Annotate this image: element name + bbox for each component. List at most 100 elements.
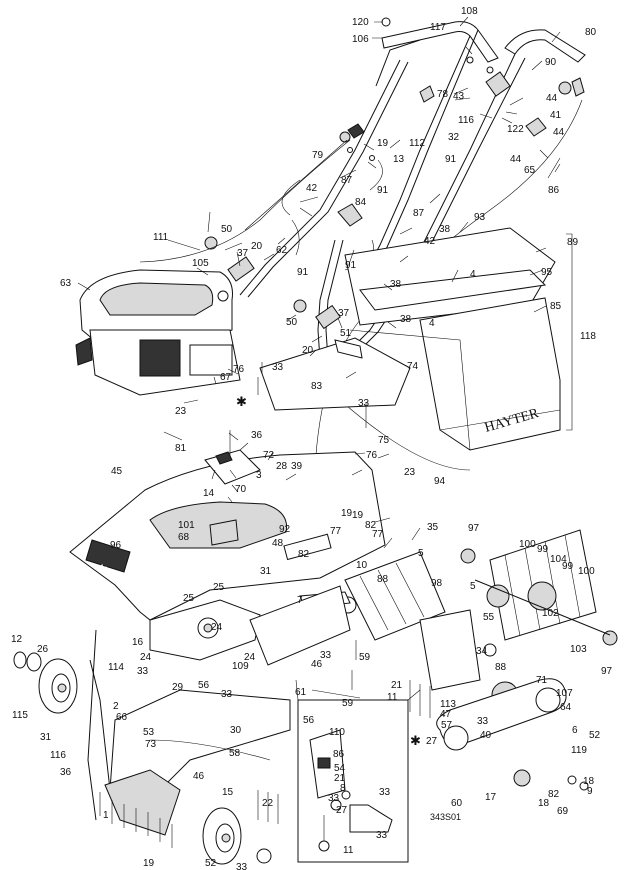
callout: 33 <box>328 793 340 804</box>
callout: 21 <box>391 680 403 691</box>
callout: 19 <box>352 510 364 521</box>
callout: 28 <box>276 461 288 472</box>
callout: 51 <box>340 328 352 339</box>
callout: 56 <box>198 680 210 691</box>
callout: 33 <box>477 716 489 727</box>
deck <box>69 449 386 621</box>
callout: 114 <box>108 662 124 673</box>
bolts <box>99 377 431 848</box>
callout: 57 <box>441 720 453 731</box>
callout: 8 <box>340 783 346 794</box>
callout: 116 <box>458 115 474 126</box>
callout-labels: 120 106 108 117 80 90 78 43 44 41 116 12… <box>11 6 613 870</box>
callout: 62 <box>276 245 288 256</box>
callout: 87 <box>341 175 353 186</box>
callout: 11 <box>343 845 354 856</box>
callout: 70 <box>235 484 247 495</box>
callout: 39 <box>291 461 303 472</box>
callout: 13 <box>393 154 405 165</box>
callout: 76 <box>233 364 245 375</box>
asterisk-marker: ✱ <box>236 395 247 410</box>
engine <box>75 269 241 396</box>
callout: 110 <box>329 727 345 738</box>
callout: 33 <box>320 650 332 661</box>
callout: 122 <box>507 124 524 135</box>
callout: 100 <box>578 566 595 577</box>
callout: 18 <box>538 798 550 809</box>
callout: 1 <box>103 810 109 821</box>
callout: 32 <box>448 132 460 143</box>
callout: 95 <box>541 267 553 278</box>
leader-lines <box>77 16 561 523</box>
side-plate-drive <box>419 609 589 791</box>
callout: 37 <box>237 248 249 259</box>
callout: 52 <box>589 730 601 741</box>
callout: 117 <box>430 22 446 33</box>
wheels <box>13 651 272 865</box>
callout: 99 <box>537 544 549 555</box>
callout: 19 <box>377 138 389 149</box>
callout: 37 <box>338 308 350 319</box>
callout: 2 <box>113 701 119 712</box>
callout: 12 <box>11 634 23 645</box>
callout: 97 <box>601 666 613 677</box>
callout: 41 <box>550 110 562 121</box>
callout: 33 <box>376 830 388 841</box>
callout: 33 <box>236 862 248 870</box>
callout: 71 <box>536 675 548 686</box>
callout: 91 <box>345 260 357 271</box>
callout: 91 <box>377 185 389 196</box>
callout: 90 <box>545 57 557 68</box>
callout: 77 <box>372 529 384 540</box>
callout: 80 <box>585 27 597 38</box>
callout: 60 <box>451 798 463 809</box>
callout: 22 <box>262 798 274 809</box>
callout: 31 <box>260 566 272 577</box>
callout: 58 <box>229 748 241 759</box>
callout: 3 <box>256 470 262 481</box>
callout: 6 <box>572 725 578 736</box>
callout: 24 <box>140 652 152 663</box>
callout: 14 <box>203 488 215 499</box>
callout: 5 <box>470 581 476 592</box>
callout: 88 <box>377 574 389 585</box>
callout: 5 <box>418 548 424 559</box>
grass-box <box>259 227 561 471</box>
callout: 15 <box>222 787 234 798</box>
callout: 25 <box>183 593 195 604</box>
upper-handle <box>239 21 586 298</box>
callout: 73 <box>145 739 157 750</box>
callout: 65 <box>524 165 536 176</box>
callout: 27 <box>426 736 438 747</box>
callout: 26 <box>37 644 49 655</box>
callout: 20 <box>302 345 314 356</box>
callout: 74 <box>407 361 419 372</box>
callout: 61 <box>295 687 307 698</box>
callout: 44 <box>553 127 565 138</box>
callout: 82 <box>298 549 310 560</box>
callout: 72 <box>263 450 275 461</box>
callout: 46 <box>193 771 205 782</box>
asterisk-marker: ✱ <box>410 734 421 749</box>
diagram-reference-code: 343S01 <box>430 812 461 822</box>
callout: 108 <box>461 6 478 17</box>
callout: 118 <box>580 331 596 342</box>
callout: 86 <box>548 185 560 196</box>
callout: 66 <box>116 712 128 723</box>
chassis <box>87 585 351 821</box>
callout: 52 <box>205 858 217 869</box>
callout: 87 <box>413 208 425 219</box>
callout: 17 <box>485 792 497 803</box>
callout: 91 <box>297 267 309 278</box>
callout: 116 <box>50 750 66 761</box>
callout: 111 <box>153 232 169 243</box>
callout: 24 <box>211 622 223 633</box>
callout: 18 <box>583 776 595 787</box>
callout: 105 <box>192 258 209 269</box>
callout: 56 <box>303 715 315 726</box>
callout: 42 <box>424 236 436 247</box>
callout: 16 <box>132 637 144 648</box>
callout: 42 <box>306 183 318 194</box>
callout: 107 <box>556 688 573 699</box>
